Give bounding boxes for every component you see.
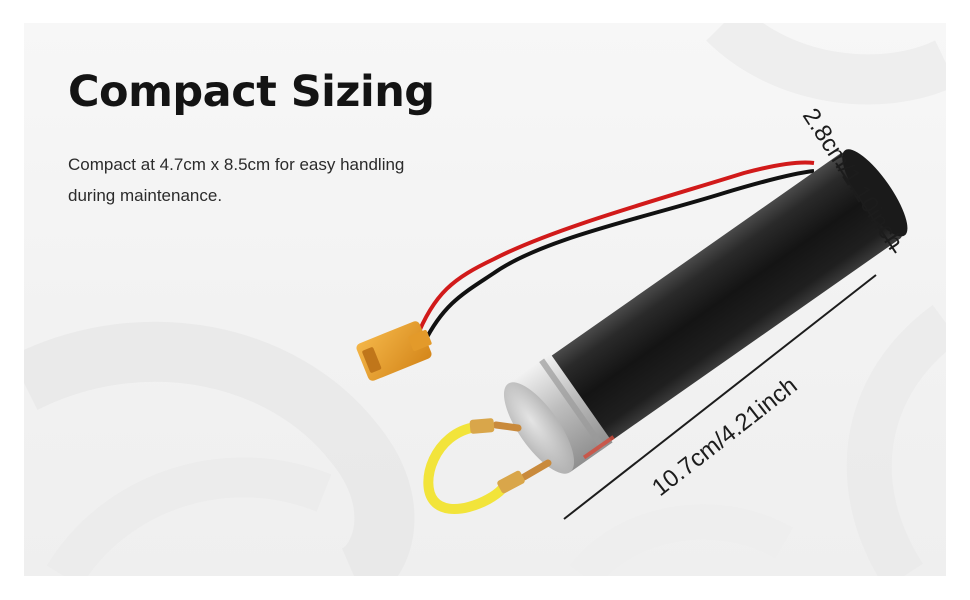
background-swirl-decoration <box>24 23 946 576</box>
description-text: Compact at 4.7cm x 8.5cm for easy handli… <box>68 155 405 205</box>
copper-pins-with-tube <box>423 418 552 514</box>
connector-plug <box>356 321 432 381</box>
page-title: Compact Sizing <box>68 67 435 117</box>
product-banner: Compact Sizing Compact at 4.7cm x 8.5cm … <box>24 23 946 576</box>
cylinder-module <box>503 149 908 474</box>
product-illustration: 2.8cm/1.10inch 10.7cm/4.21inch <box>356 104 908 520</box>
lead-wires <box>414 160 815 344</box>
